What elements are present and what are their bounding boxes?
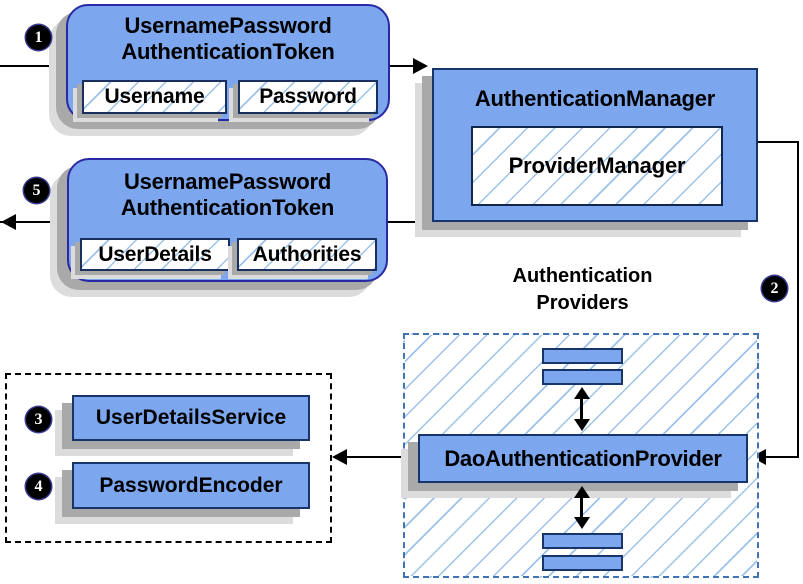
- flow-line-step2-bottom: [765, 456, 799, 458]
- flow-line-step5-left: [0, 221, 67, 223]
- response-token-title-line2: AuthenticationToken: [120, 195, 335, 220]
- other-provider-stub-4: [542, 555, 623, 571]
- user-details-service-box: UserDetailsService: [72, 395, 310, 441]
- double-arrow-top-down: [574, 419, 590, 431]
- username-password-token-response-box: UsernamePassword AuthenticationToken Use…: [67, 158, 388, 282]
- username-password-token-request-box: UsernamePassword AuthenticationToken Use…: [66, 4, 390, 121]
- authentication-providers-heading-line2: Providers: [536, 292, 629, 314]
- step-2-badge: 2: [762, 276, 787, 301]
- flow-line-manager-to-response-token: [388, 221, 432, 223]
- provider-manager-box: ProviderManager: [471, 126, 723, 206]
- flow-line-step1-right: [388, 65, 416, 67]
- dao-authentication-provider-box: DaoAuthenticationProvider: [418, 434, 748, 483]
- step-3-badge: 3: [26, 407, 51, 432]
- password-encoder-box: PasswordEncoder: [72, 462, 310, 509]
- step-4-badge: 4: [26, 474, 51, 499]
- response-token-title: UsernamePassword AuthenticationToken: [69, 169, 386, 221]
- flow-line-step2-top: [758, 141, 799, 143]
- request-token-title-line1: UsernamePassword: [124, 13, 332, 38]
- step-5-badge: 5: [24, 178, 49, 203]
- step-1-badge: 1: [26, 25, 51, 50]
- other-provider-stub-3: [542, 533, 623, 549]
- request-token-title-line2: AuthenticationToken: [121, 39, 335, 64]
- double-arrow-top-up: [574, 387, 590, 399]
- flow-line-dao-to-services: [346, 456, 404, 458]
- arrowhead-into-authentication-manager: [413, 58, 428, 74]
- authentication-providers-heading: Authentication Providers: [455, 263, 710, 317]
- other-provider-stub-1: [542, 348, 623, 364]
- password-field-box: Password: [238, 80, 378, 114]
- double-arrow-bottom-line: [580, 496, 583, 520]
- request-token-title: UsernamePassword AuthenticationToken: [68, 13, 388, 65]
- authorities-field-box: Authorities: [237, 238, 377, 271]
- username-field-box: Username: [82, 80, 227, 114]
- arrowhead-into-services-box: [332, 449, 347, 465]
- response-token-title-line1: UsernamePassword: [123, 169, 332, 194]
- authentication-providers-heading-line1: Authentication: [512, 265, 653, 287]
- double-arrow-top-line: [580, 397, 583, 425]
- flow-line-step1-left: [0, 65, 67, 67]
- user-details-field-box: UserDetails: [80, 238, 230, 271]
- other-provider-stub-2: [542, 369, 623, 385]
- authentication-manager-box: AuthenticationManager ProviderManager: [432, 68, 758, 222]
- double-arrow-bottom-up: [574, 486, 590, 498]
- authentication-manager-title: AuthenticationManager: [474, 86, 716, 111]
- dao-dependencies-area: [5, 373, 332, 543]
- arrowhead-step5-out: [1, 214, 16, 230]
- double-arrow-bottom-down: [574, 517, 590, 529]
- flow-line-step2-vertical: [797, 141, 799, 458]
